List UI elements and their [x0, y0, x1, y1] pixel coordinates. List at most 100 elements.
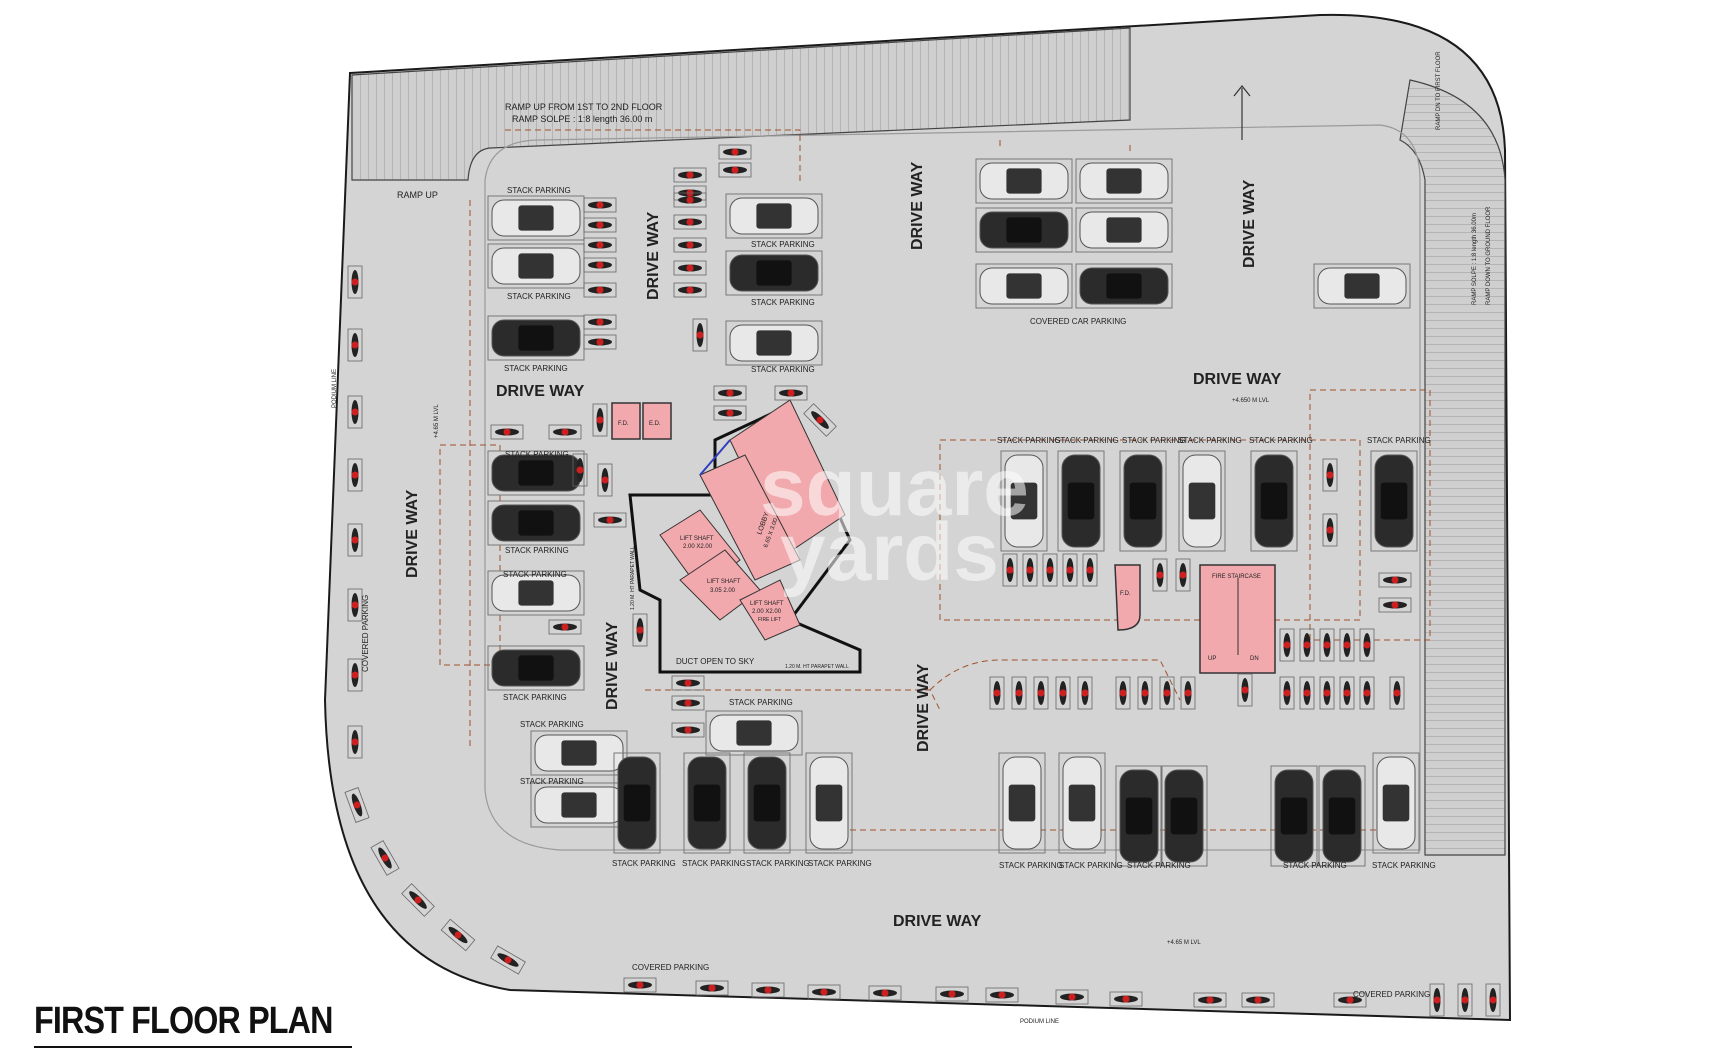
svg-text:PODIUM LINE: PODIUM LINE — [1020, 1019, 1059, 1025]
car-icon — [1057, 450, 1105, 552]
bike-icon — [1319, 628, 1335, 662]
bike-icon — [347, 725, 363, 759]
svg-text:COVERED CAR PARKING: COVERED CAR PARKING — [1030, 317, 1126, 326]
bike-icon — [1359, 676, 1375, 710]
svg-text:STACK PARKING: STACK PARKING — [507, 186, 571, 195]
svg-text:+4.65 M LVL: +4.65 M LVL — [1167, 940, 1201, 946]
bike-icon — [1241, 992, 1275, 1008]
svg-text:STACK PARKING: STACK PARKING — [1367, 436, 1431, 445]
bike-icon — [1115, 676, 1131, 710]
svg-text:+4.65 M LVL: +4.65 M LVL — [434, 404, 440, 438]
bike-icon — [1339, 628, 1355, 662]
svg-text:E.D.: E.D. — [649, 421, 661, 427]
bike-icon — [673, 282, 707, 298]
car-icon — [530, 730, 628, 776]
svg-text:yards: yards — [780, 507, 999, 598]
car-icon — [487, 645, 585, 691]
bike-icon — [583, 334, 617, 350]
svg-text:STACK PARKING: STACK PARKING — [612, 859, 676, 868]
bike-icon — [597, 463, 613, 497]
bike-icon — [1137, 676, 1153, 710]
bike-icon — [1299, 676, 1315, 710]
svg-text:PODIUM LINE: PODIUM LINE — [332, 369, 338, 408]
svg-text:STACK PARKING: STACK PARKING — [751, 365, 815, 374]
car-icon — [1119, 450, 1167, 552]
car-icon — [1250, 450, 1298, 552]
bike-icon — [713, 385, 747, 401]
svg-text:RAMP DN TO FIRST FLOOR: RAMP DN TO FIRST FLOOR — [1436, 51, 1442, 130]
bike-icon — [1359, 628, 1375, 662]
inner-boundary — [484, 124, 1421, 851]
bike-icon — [673, 237, 707, 253]
car-icon — [1075, 158, 1173, 204]
car-icon — [975, 263, 1073, 309]
plan-title: FIRST FLOOR PLAN — [34, 1000, 333, 1042]
bike-icon — [1109, 991, 1143, 1007]
svg-text:STACK PARKING: STACK PARKING — [505, 450, 569, 459]
bike-icon — [1193, 992, 1227, 1008]
svg-text:DRIVE WAY: DRIVE WAY — [1241, 179, 1258, 268]
car-icon — [705, 710, 803, 756]
svg-text:DRIVE WAY: DRIVE WAY — [496, 383, 585, 400]
bike-icon — [347, 265, 363, 299]
bike-icon — [1175, 558, 1191, 592]
svg-text:1.20 M. HT PARAPET WALL: 1.20 M. HT PARAPET WALL — [630, 546, 636, 610]
bike-icon — [1485, 983, 1501, 1017]
bike-icon — [673, 192, 707, 208]
bike-icon — [1062, 553, 1078, 587]
svg-text:LIFT SHAFT: LIFT SHAFT — [750, 601, 784, 607]
bike-icon — [868, 985, 902, 1001]
svg-text:STACK PARKING: STACK PARKING — [507, 292, 571, 301]
car-icon — [1075, 263, 1173, 309]
car-icon — [1313, 263, 1411, 309]
bike-icon — [1457, 983, 1473, 1017]
svg-text:STACK PARKING: STACK PARKING — [999, 861, 1063, 870]
bike-icon — [673, 214, 707, 230]
svg-text:STACK PARKING: STACK PARKING — [1122, 436, 1186, 445]
svg-text:STACK PARKING: STACK PARKING — [1249, 436, 1313, 445]
bike-icon — [803, 403, 837, 437]
svg-text:STACK PARKING: STACK PARKING — [751, 240, 815, 249]
bike-icon — [1077, 676, 1093, 710]
car-icon — [725, 320, 823, 366]
bike-icon — [1279, 628, 1295, 662]
svg-text:DRIVE WAY: DRIVE WAY — [915, 663, 932, 752]
bike-icon — [718, 162, 752, 178]
car-icon — [805, 752, 853, 854]
bike-icon — [490, 945, 526, 975]
svg-text:STACK PARKING: STACK PARKING — [503, 570, 567, 579]
svg-text:STACK PARKING: STACK PARKING — [503, 693, 567, 702]
bike-icon — [548, 619, 582, 635]
bike-icon — [671, 675, 705, 691]
bike-icon — [592, 403, 608, 437]
car-icon — [743, 752, 791, 854]
svg-text:STACK PARKING: STACK PARKING — [1178, 436, 1242, 445]
bike-icon — [623, 977, 657, 993]
central-core — [628, 399, 862, 674]
bike-icon — [713, 405, 747, 421]
svg-text:COVERED PARKING: COVERED PARKING — [632, 963, 709, 972]
svg-text:STACK PARKING: STACK PARKING — [997, 436, 1061, 445]
svg-text:DRIVE WAY: DRIVE WAY — [893, 913, 982, 930]
svg-text:UP: UP — [1208, 656, 1216, 662]
bike-icon — [401, 883, 435, 917]
bike-icon — [671, 695, 705, 711]
car-icon — [975, 158, 1073, 204]
car-icon — [487, 243, 585, 289]
bike-icon — [347, 328, 363, 362]
bike-icon — [1389, 676, 1405, 710]
bike-icon — [490, 424, 524, 440]
car-icon — [487, 195, 585, 241]
ramp-top — [351, 27, 1131, 181]
bike-icon — [1159, 676, 1175, 710]
plan-labels: RAMP UP FROM 1ST TO 2ND FLOOR RAMP SOLPE… — [332, 51, 1492, 1025]
ramp-right — [1399, 79, 1506, 856]
svg-text:2.00 X2.00: 2.00 X2.00 — [752, 609, 782, 615]
bike-icon — [1237, 673, 1253, 707]
title-underline — [34, 1046, 352, 1048]
bike-icon — [1011, 676, 1027, 710]
bike-parking — [344, 144, 1501, 1017]
bike-icon — [1319, 676, 1335, 710]
bike-icon — [440, 918, 476, 952]
